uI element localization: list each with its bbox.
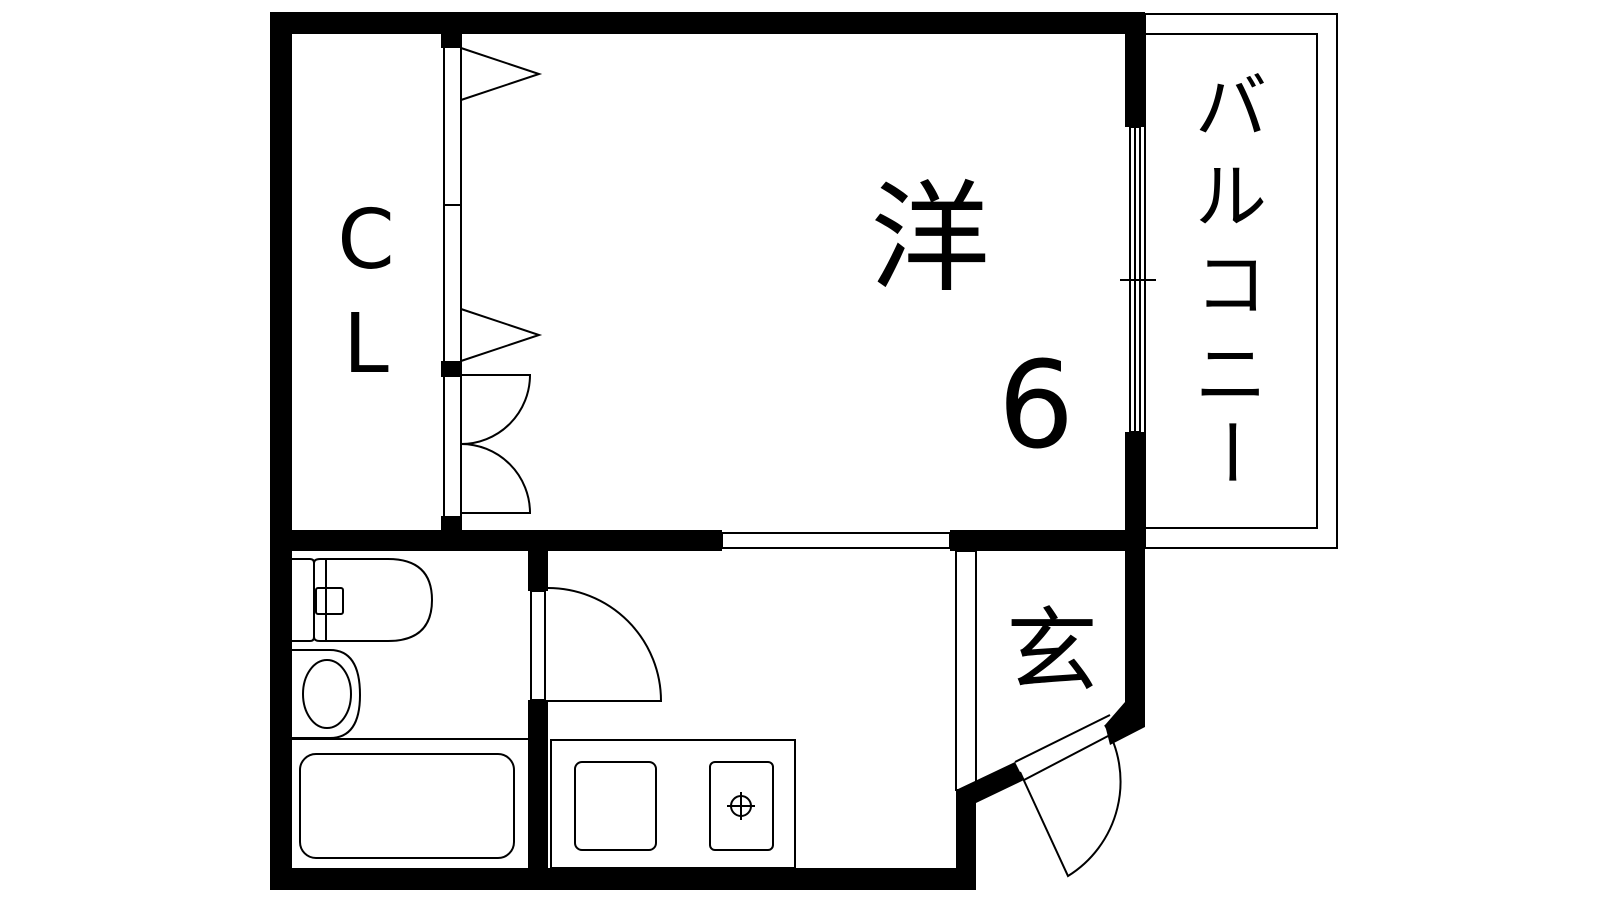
wall-bottom bbox=[270, 868, 976, 890]
wall-mid-left bbox=[270, 530, 722, 551]
wall-bath-top bbox=[528, 551, 548, 591]
balcony-char-3: コ bbox=[1195, 243, 1267, 327]
toilet-bowl bbox=[313, 558, 434, 642]
wall-right-upper bbox=[1125, 12, 1145, 127]
labels: C L 洋 6 バ ル コ ニ ー 玄 bbox=[337, 65, 1272, 705]
western-room-label: 洋 bbox=[870, 170, 990, 309]
toilet-tank bbox=[292, 558, 315, 642]
entrance-partition bbox=[955, 550, 977, 791]
closet-label-c: C bbox=[337, 193, 394, 288]
balcony-char-2: ル bbox=[1195, 155, 1267, 239]
wall-entrance-stub bbox=[1105, 702, 1145, 745]
closet-label-l: L bbox=[343, 297, 389, 392]
kitchen-sink bbox=[574, 761, 657, 851]
balcony-inner bbox=[1144, 33, 1318, 529]
wash-basin-bowl bbox=[302, 659, 352, 729]
closet-post-top bbox=[441, 34, 462, 48]
wall-left bbox=[270, 12, 292, 890]
balcony-char-4: ニ bbox=[1195, 333, 1267, 417]
bathtub bbox=[299, 753, 515, 859]
bath-door-swing bbox=[547, 587, 663, 702]
closet-post-mid bbox=[441, 361, 462, 377]
closet-fold-door-upper bbox=[460, 47, 543, 101]
entrance-door-frame-b bbox=[1023, 734, 1111, 781]
closet-fold-door-lower bbox=[460, 308, 543, 362]
kitchen-counter bbox=[550, 739, 796, 869]
wash-basin bbox=[292, 649, 362, 739]
entrance-door-swing bbox=[1019, 724, 1122, 878]
balcony-char-5: ー bbox=[1188, 416, 1272, 488]
wall-bath-bottom bbox=[528, 700, 548, 890]
wall-right-lower bbox=[1125, 432, 1145, 710]
wall-top bbox=[270, 12, 1142, 34]
walls bbox=[270, 12, 1145, 890]
closet-swing-door-lower bbox=[460, 443, 532, 514]
entrance-door-frame-a bbox=[1014, 714, 1111, 763]
closet-swing-door-upper bbox=[460, 374, 532, 445]
wall-mid-right bbox=[950, 530, 1145, 551]
closet-post-bottom bbox=[441, 516, 462, 530]
toilet-seat-hinge bbox=[315, 587, 344, 615]
western-room-size: 6 bbox=[998, 337, 1074, 476]
outlines bbox=[292, 13, 1338, 878]
bath-door-frame bbox=[530, 590, 546, 701]
entrance-label: 玄 bbox=[1006, 598, 1098, 705]
wall-entrance-angle bbox=[956, 762, 1024, 890]
kitchen-sliding-door bbox=[721, 532, 951, 549]
kitchen-stove bbox=[709, 761, 774, 851]
balcony-char-1: バ bbox=[1195, 65, 1267, 149]
